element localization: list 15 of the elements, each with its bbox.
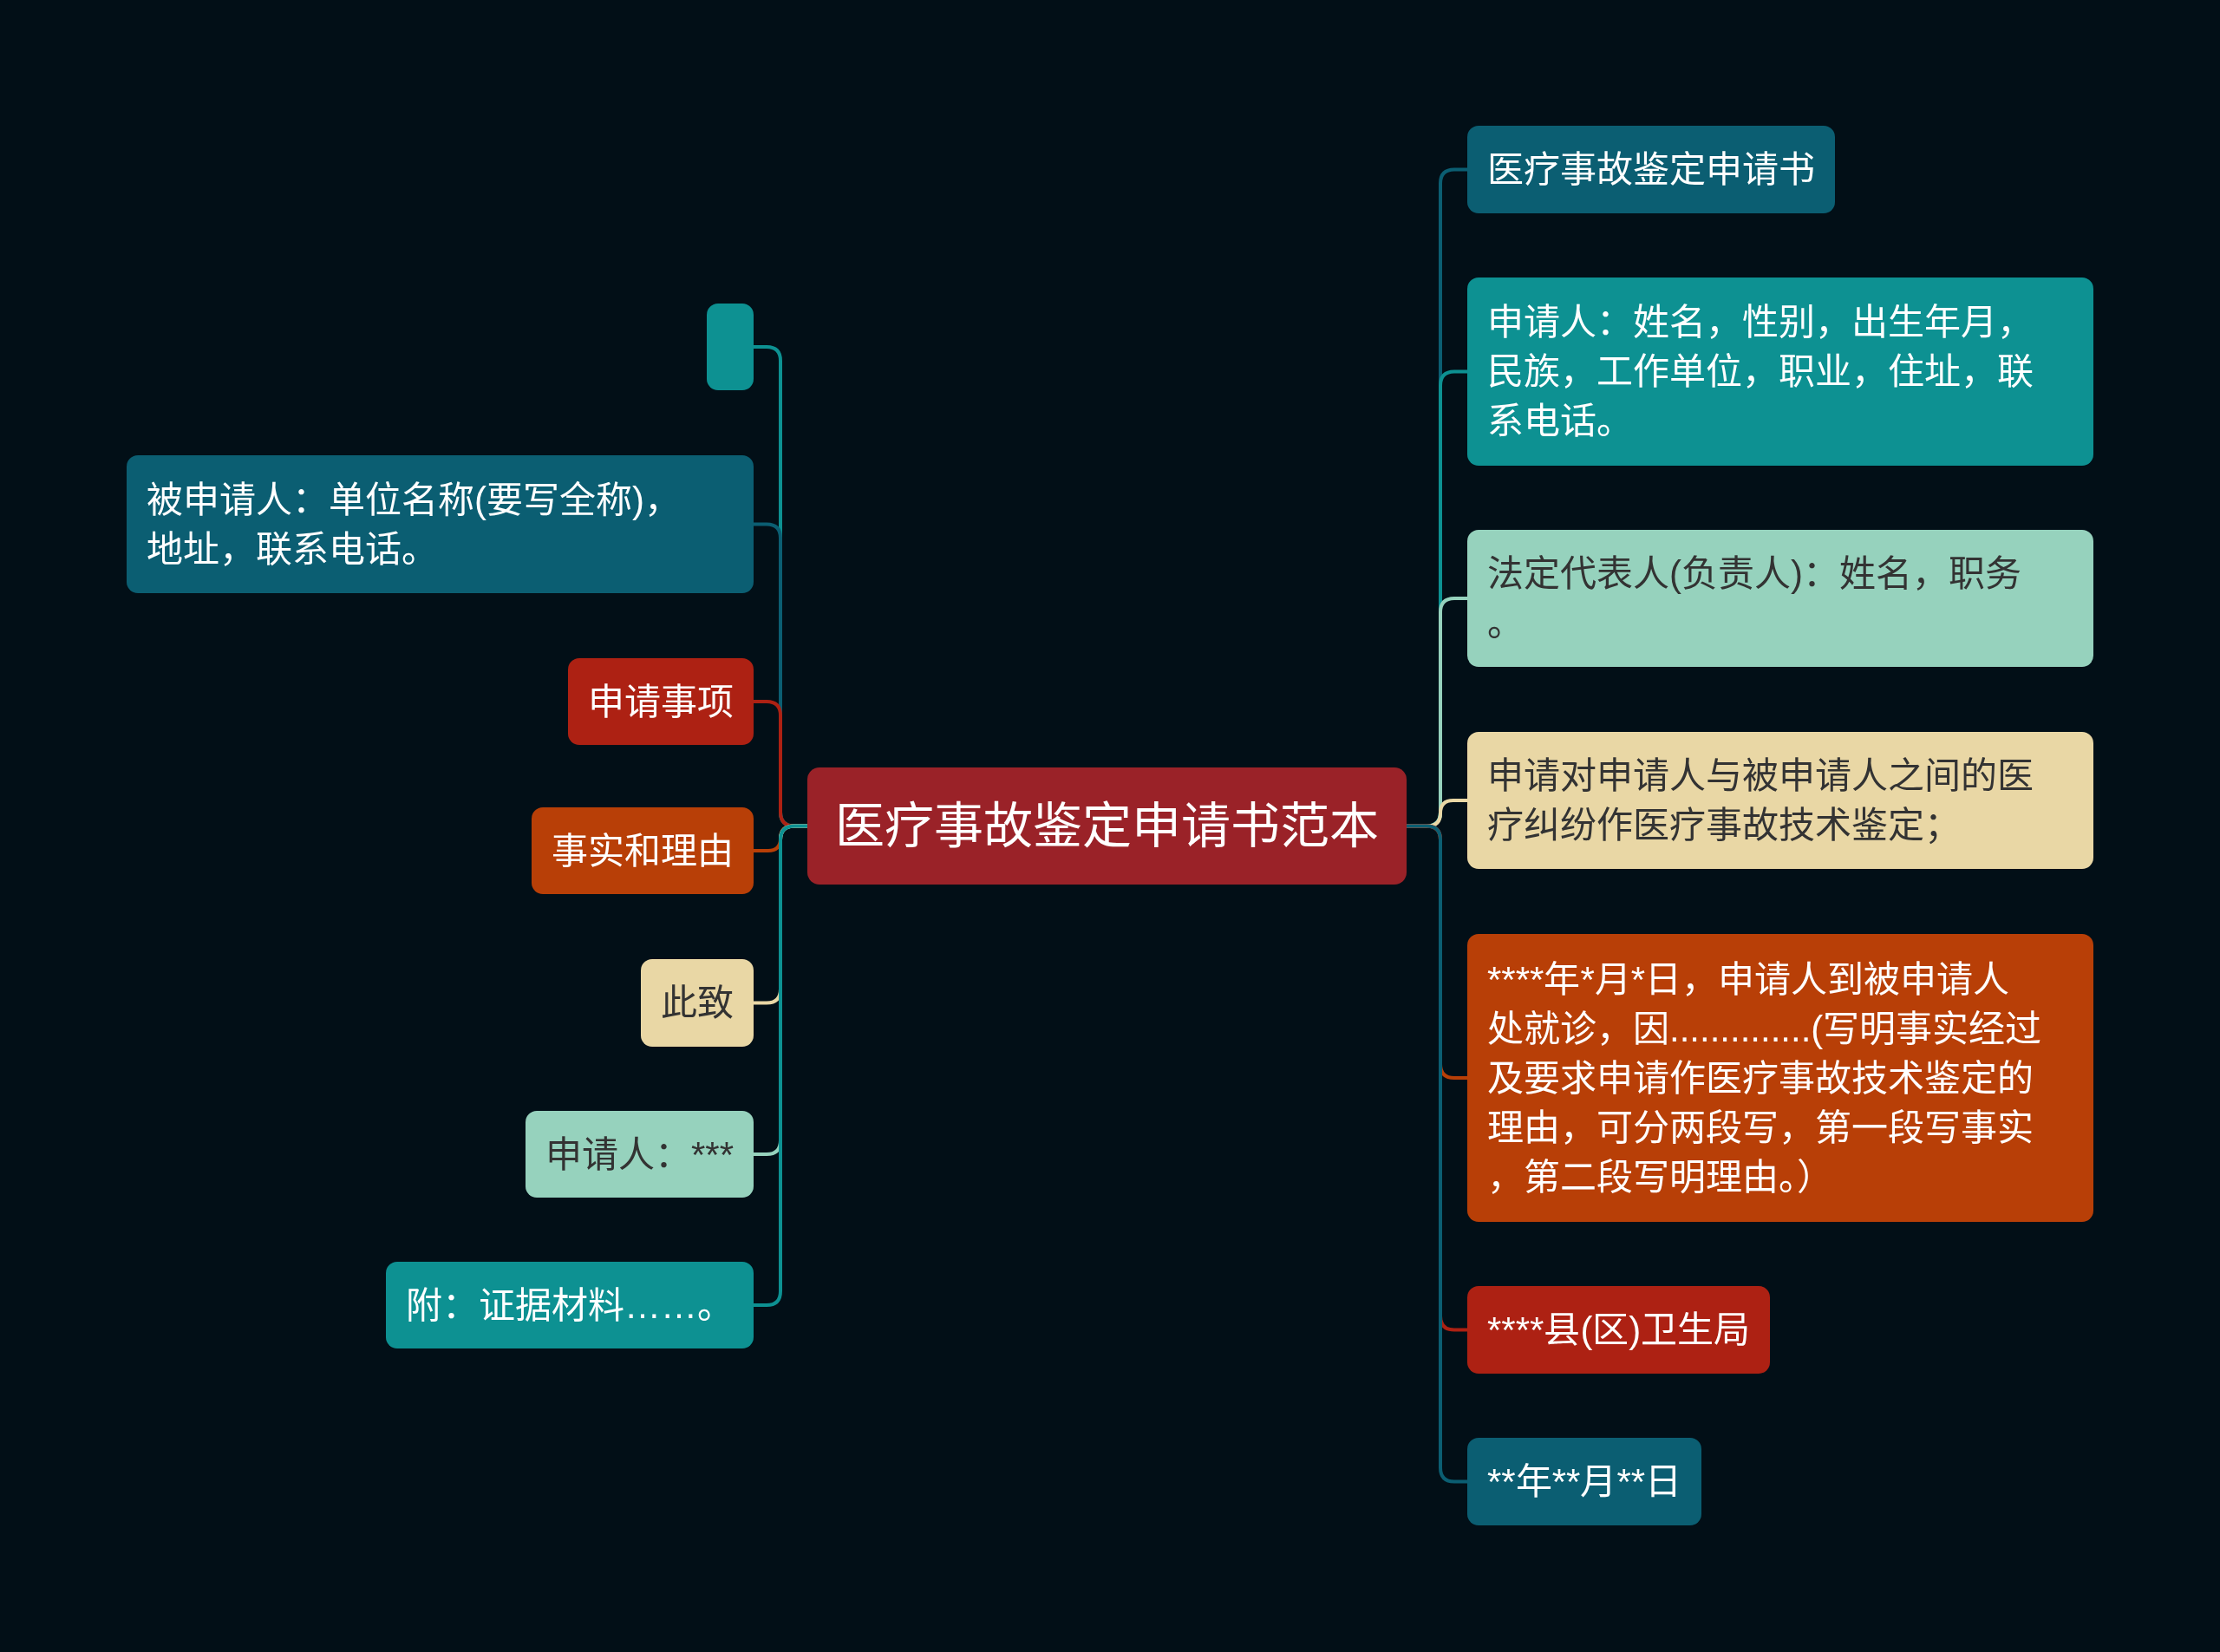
topic-box: 申请人：*** — [525, 1111, 754, 1198]
topic-box: ****县(区)卫生局 — [1467, 1286, 1771, 1374]
topic-box: 此致 — [641, 959, 754, 1047]
topic-box: 被申请人：单位名称(要写全称)，地址，联系电话。 — [127, 455, 754, 593]
topic-box: 申请对申请人与被申请人之间的医疗纠纷作医疗事故技术鉴定； — [1467, 732, 2093, 869]
topic-box: 附：证据材料……。 — [386, 1262, 754, 1348]
central-topic-box: 医疗事故鉴定申请书范本 — [807, 767, 1407, 885]
topic-box: 事实和理由 — [532, 807, 754, 894]
empty-box — [707, 304, 754, 390]
topic-box: ****年*月*日，申请人到被申请人处就诊，因..............(写明事实经过及要求申请作医疗事故技术鉴定的理由，可分两段写，第一段写事实，第二段写明理由。） — [1467, 934, 2093, 1222]
topic-box: 申请事项 — [568, 658, 754, 745]
topic-box: 医疗事故鉴定申请书 — [1467, 126, 1835, 213]
topic-box: **年**月**日 — [1467, 1438, 1702, 1525]
topic-box: 法定代表人(负责人)：姓名，职务。 — [1467, 530, 2093, 667]
topic-box: 申请人：姓名，性别，出生年月，民族，工作单位，职业，住址，联系电话。 — [1467, 278, 2093, 466]
